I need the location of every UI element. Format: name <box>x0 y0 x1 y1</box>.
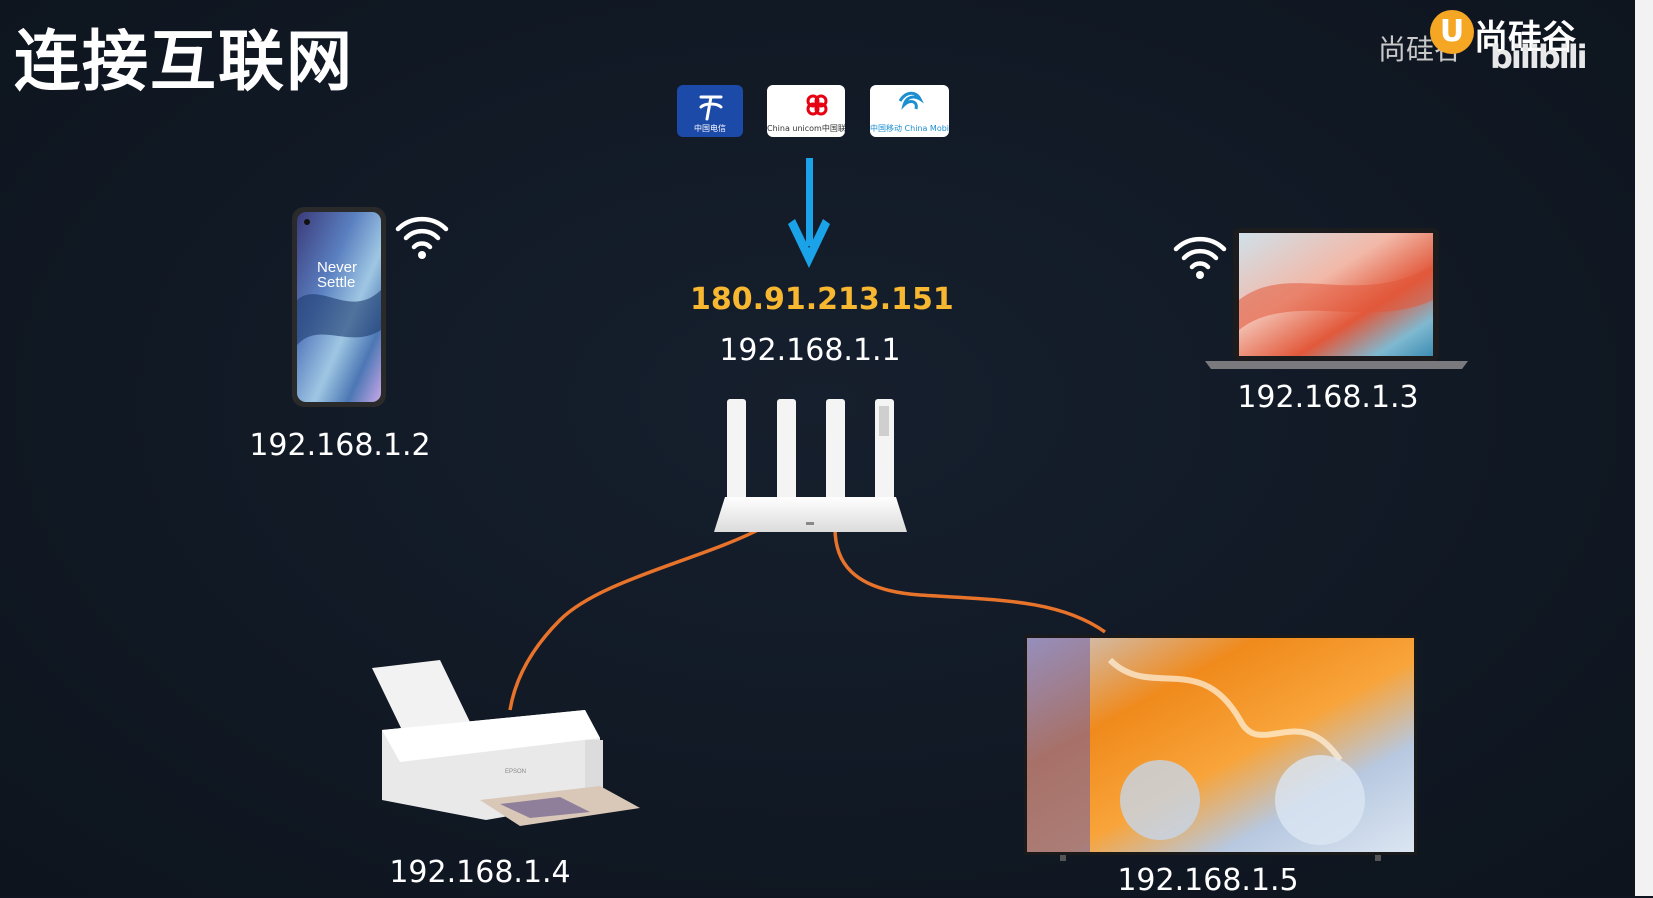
isp-china-unicom-logo: China unicom中国联通 <box>767 85 845 137</box>
phone-screen-text-1: Never <box>317 259 357 276</box>
router-icon <box>714 399 907 532</box>
tv-ip-label: 192.168.1.5 <box>1117 863 1299 898</box>
laptop-icon <box>1205 228 1468 369</box>
television-icon <box>1024 635 1417 861</box>
page-title: 连接互联网 <box>14 23 354 100</box>
watermark-logo-icon: U <box>1430 10 1474 54</box>
down-arrow-icon <box>788 158 830 268</box>
wifi-icon <box>1173 236 1227 279</box>
phone-screen-text-2: Settle <box>317 274 355 291</box>
isp-label: 中国电信 <box>694 124 726 133</box>
phone-ip-label: 192.168.1.2 <box>249 428 431 463</box>
public-ip-label: 180.91.213.151 <box>690 282 954 317</box>
isp-china-mobile-logo: 中国移动 China Mobile <box>870 85 949 137</box>
bilibili-logo-icon: bilibili <box>1490 38 1588 76</box>
china-mobile-icon <box>898 91 924 110</box>
router-ip-label: 192.168.1.1 <box>719 333 901 368</box>
isp-label: China unicom中国联通 <box>767 124 845 133</box>
printer-icon <box>372 660 640 826</box>
smartphone-icon <box>292 207 386 407</box>
printer-ip-label: 192.168.1.4 <box>389 855 571 890</box>
right-edge-strip <box>1635 0 1653 896</box>
laptop-ip-label: 192.168.1.3 <box>1237 380 1419 415</box>
wifi-icon <box>395 216 449 259</box>
isp-label: 中国移动 China Mobile <box>870 124 949 133</box>
isp-china-telecom-logo: 中国电信 <box>677 85 743 137</box>
watermark: 尚硅谷 U 尚硅谷 bilibili <box>1378 8 1618 76</box>
china-unicom-icon <box>806 94 828 116</box>
printer-brand-label: EPSON <box>505 769 526 775</box>
cable-router-printer <box>508 526 763 711</box>
china-telecom-icon <box>699 95 723 121</box>
cable-router-tv <box>833 527 1107 634</box>
watermark-brand: 尚硅谷 <box>1474 18 1576 58</box>
